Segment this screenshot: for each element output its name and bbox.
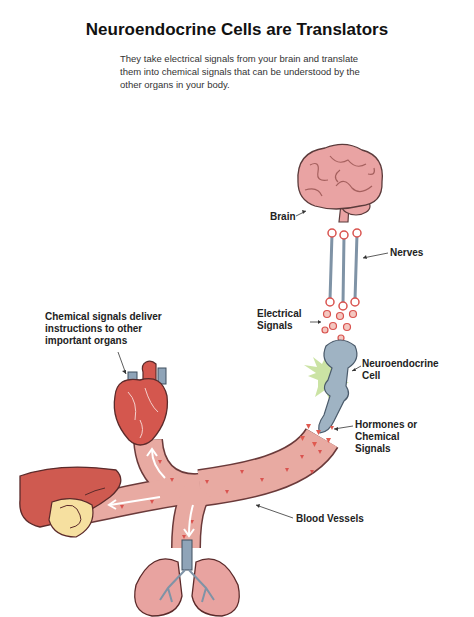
brain-illustration [298,144,382,222]
hormone-triangles [300,424,334,447]
leader-lines-part [363,253,388,258]
nerve-fibers-part [326,298,334,306]
hormone-dots-part [310,470,314,474]
electrical-signal-dots-part [350,311,357,318]
electrical-signal-dots [322,311,357,342]
liver-illustration-part [60,488,105,528]
lungs-illustration-part [192,559,239,616]
nerve-fibers-part [330,234,357,304]
hormone-dots-part [260,478,264,482]
blood-vessel-part [200,438,322,488]
part-label: Nerves [390,247,450,259]
flow-arrows-part [147,449,157,456]
brain-illustration-part [298,144,382,209]
hormone-dots-part [318,450,322,454]
nerve-fibers-part [351,298,359,306]
diagram-title: Neuroendocrine Cells are Translators [0,20,474,40]
lungs-illustration-part [160,570,214,602]
leader-lines-part [352,366,361,371]
part-label: Electrical Signals [257,308,309,332]
diagram-caption: They take electrical signals from your b… [120,52,378,91]
brain-illustration-part [305,156,374,196]
neuroendocrine-cell-part [319,340,357,433]
lungs-illustration-part [135,559,182,616]
heart-illustration-part [114,379,167,445]
neuroendocrine-cell [304,340,357,433]
leader-heads-part [122,370,126,374]
hormone-dots-part [120,505,124,509]
nerve-fibers-part [339,302,347,310]
lungs-illustration-part [182,540,192,570]
flow-arrows-part [184,529,194,536]
part-label: Neuroendocrine Cell [362,358,446,382]
hormone-triangles-part [316,430,321,435]
hormone-dots-part [150,500,154,504]
heart-illustration [114,361,167,445]
flow-arrows-part [152,450,165,478]
hormone-dots-part [225,490,229,494]
leader-lines [118,211,388,518]
part-label: Hormones or Chemical Signals [355,419,421,455]
flow-arrows-part [109,500,116,509]
leader-heads-part [363,255,367,259]
leader-heads-part [256,504,260,508]
hormone-dots-part [240,470,244,474]
leader-heads-part [318,320,321,324]
hormone-triangles-part [312,442,317,447]
flow-arrows [109,449,194,536]
nerve-fibers [326,229,361,310]
leader-heads-part [352,368,356,371]
lungs-illustration [135,540,240,616]
flow-arrows-part [110,497,160,505]
blood-vessel [80,438,322,548]
nerve-fibers-part [353,229,361,237]
electrical-signal-dots-part [322,327,328,333]
electrical-signal-dots-part [330,323,337,330]
nerve-fibers-part [340,231,348,239]
heart-illustration-part [128,388,158,438]
part-label: Brain [270,211,310,223]
leader-heads [122,210,367,508]
hormone-dots-part [182,535,186,539]
blood-vessel-part [200,438,322,488]
electrical-signal-dots-part [344,324,351,331]
hormone-triangles-part [326,438,331,443]
leader-heads-part [302,210,306,214]
electrical-signal-dots-part [324,311,331,318]
hormone-dots-part [285,468,289,472]
hormone-dots-part [170,478,174,482]
electrical-signal-dots-part [337,313,344,320]
leader-heads-part [334,427,338,431]
hormone-triangles-part [330,426,334,430]
hormone-dots-part [205,480,209,484]
part-label: Chemical signals deliver instructions to… [45,311,180,347]
nerve-fibers-part [328,229,336,237]
hormone-dots [120,450,322,539]
hormone-triangles-part [300,436,305,441]
liver-illustration [20,467,121,537]
hormone-triangles-part [306,424,311,429]
hormone-dots-part [300,455,304,459]
blood-vessel-part [186,488,200,548]
part-label: Blood Vessels [296,513,386,525]
blood-vessel-part [186,488,200,548]
leader-lines-part [296,211,306,216]
leader-lines-part [256,505,293,518]
liver-illustration-part [49,499,93,537]
hormone-dots-part [158,460,162,464]
leader-lines-part [118,352,126,374]
